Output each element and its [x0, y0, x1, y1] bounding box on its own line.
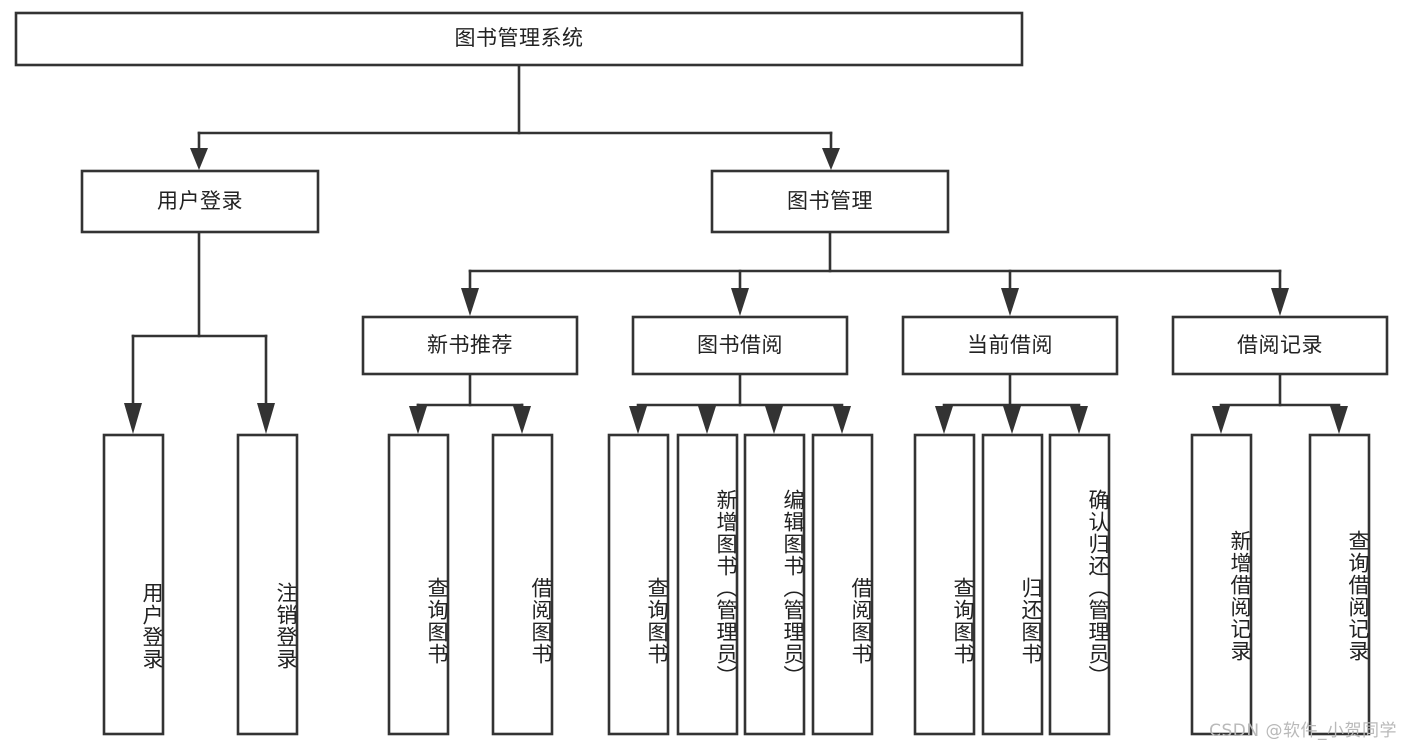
arrowhead-new-book-recommend — [461, 288, 479, 316]
node-box-leaf-query-book-3[interactable] — [913, 433, 976, 736]
arrowhead-current-borrow — [1001, 288, 1019, 316]
node-box-root[interactable] — [14, 11, 1024, 67]
connector-group-user-login — [124, 231, 275, 434]
node-box-leaf-return-book[interactable] — [981, 433, 1044, 736]
node-box-leaf-add-record[interactable] — [1190, 433, 1253, 736]
node-box-borrow-record[interactable] — [1171, 315, 1389, 376]
node-box-current-borrow[interactable] — [901, 315, 1119, 376]
csdn-watermark: CSDN @软件_小贺同学 — [1209, 721, 1397, 741]
arrowhead-book-borrow — [731, 288, 749, 316]
arrowhead-leaf-return-book — [1003, 406, 1021, 434]
connector-group-borrow-record — [1212, 373, 1348, 434]
node-box-leaf-user-login[interactable] — [102, 433, 165, 736]
arrowhead-leaf-user-login — [124, 403, 142, 434]
node-box-leaf-add-book[interactable] — [676, 433, 739, 736]
arrowhead-leaf-add-book — [698, 406, 716, 434]
connector-group-book-borrow — [629, 373, 851, 434]
node-box-leaf-query-record[interactable] — [1308, 433, 1371, 736]
arrowhead-leaf-logout — [257, 403, 275, 434]
node-box-new-book-recommend[interactable] — [361, 315, 579, 376]
connector-group-new-book-recommend — [409, 373, 531, 434]
arrowhead-borrow-record — [1271, 288, 1289, 316]
connector-group-current-borrow — [935, 373, 1088, 434]
arrowhead-leaf-add-record — [1212, 406, 1230, 434]
node-box-leaf-edit-book[interactable] — [743, 433, 806, 736]
node-box-leaf-query-book-2[interactable] — [607, 433, 670, 736]
node-box-leaf-borrow-book-1[interactable] — [491, 433, 554, 736]
arrowhead-leaf-edit-book — [765, 406, 783, 434]
node-box-book-management[interactable] — [710, 169, 950, 234]
node-box-book-borrow[interactable] — [631, 315, 849, 376]
connector-group-book-management — [461, 231, 1289, 316]
node-box-leaf-logout[interactable] — [236, 433, 299, 736]
arrowhead-leaf-borrow-book-1 — [513, 406, 531, 434]
arrowhead-leaf-confirm-return — [1070, 406, 1088, 434]
arrowhead-leaf-borrow-book-2 — [833, 406, 851, 434]
node-box-user-login[interactable] — [80, 169, 320, 234]
node-box-leaf-query-book-1[interactable] — [387, 433, 450, 736]
arrowhead-leaf-query-record — [1330, 406, 1348, 434]
connector-group-root — [190, 64, 840, 170]
arrowhead-leaf-query-book-3 — [935, 406, 953, 434]
arrowhead-leaf-query-book-2 — [629, 406, 647, 434]
arrowhead-leaf-query-book-1 — [409, 406, 427, 434]
node-box-leaf-confirm-return[interactable] — [1048, 433, 1111, 736]
arrowhead-user-login — [190, 148, 208, 170]
arrowhead-book-management — [822, 148, 840, 170]
node-box-leaf-borrow-book-2[interactable] — [811, 433, 874, 736]
